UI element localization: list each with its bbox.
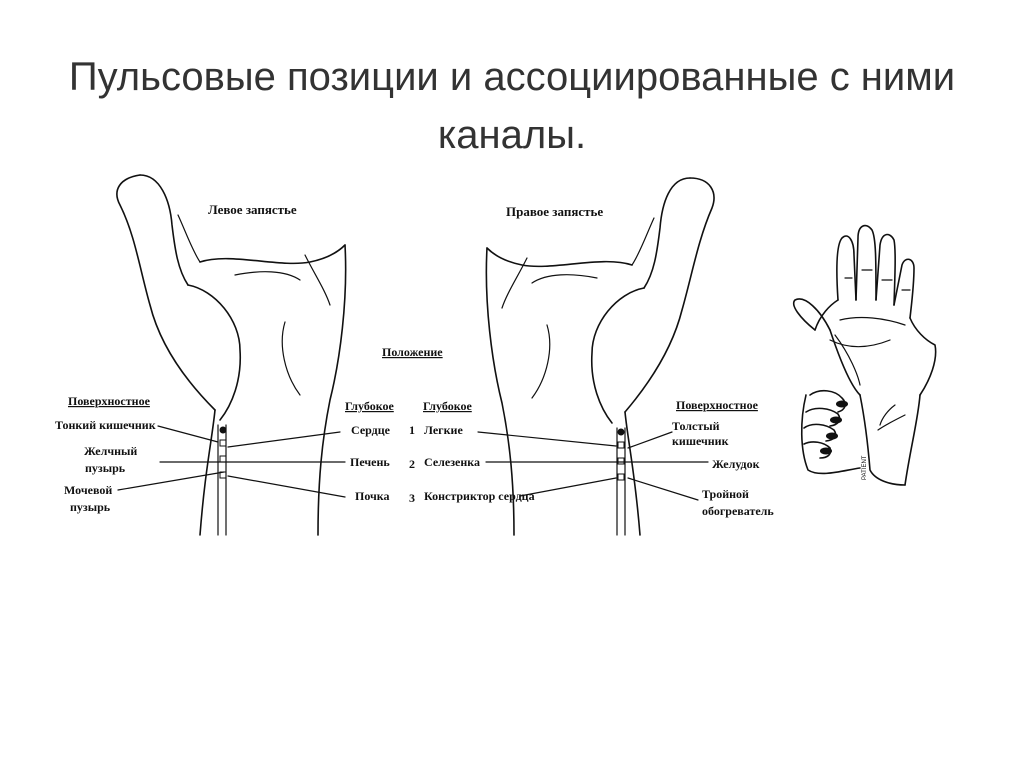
left-superficial-item: пузырь bbox=[85, 461, 126, 475]
right-superficial-header: Поверхностное bbox=[676, 398, 759, 412]
right-superficial-item: Тройной bbox=[702, 487, 749, 501]
right-superficial-item: обогреватель bbox=[702, 504, 774, 518]
position-number: 3 bbox=[409, 491, 415, 505]
position-number: 2 bbox=[409, 457, 415, 471]
left-deep-item: Печень bbox=[350, 455, 390, 469]
left-wrist-label: Левое запястье bbox=[208, 202, 297, 217]
right-deep-item: Легкие bbox=[424, 423, 463, 437]
right-deep-item: Констриктор сердца bbox=[424, 489, 535, 503]
right-wrist-label: Правое запястье bbox=[506, 204, 603, 219]
left-superficial-item: пузырь bbox=[70, 500, 111, 514]
left-superficial-item: Желчный bbox=[84, 444, 137, 458]
left-leader-lines bbox=[117, 425, 346, 498]
left-deep-item: Сердце bbox=[351, 423, 391, 437]
left-deep-header: Глубокое bbox=[345, 399, 394, 413]
right-deep-item: Селезенка bbox=[424, 455, 480, 469]
left-superficial-header: Поверхностное bbox=[68, 394, 151, 408]
left-deep-item: Почка bbox=[355, 489, 390, 503]
hand-illustration bbox=[793, 224, 937, 486]
patient-label: PATIENT bbox=[862, 455, 868, 480]
position-header: Положение bbox=[382, 345, 443, 359]
right-deep-header: Глубокое bbox=[423, 399, 472, 413]
right-leader-lines bbox=[477, 431, 709, 501]
position-number: 1 bbox=[409, 423, 415, 437]
left-superficial-item: Мочевой bbox=[64, 483, 112, 497]
left-wrist-illustration bbox=[116, 174, 347, 536]
right-superficial-item: кишечник bbox=[672, 434, 729, 448]
slide-title: Пульсовые позиции и ассоциированные с ни… bbox=[68, 55, 956, 157]
right-wrist-illustration bbox=[485, 177, 715, 536]
right-superficial-item: Желудок bbox=[712, 457, 760, 471]
right-superficial-item: Толстый bbox=[672, 419, 720, 433]
left-superficial-item: Тонкий кишечник bbox=[55, 418, 156, 432]
